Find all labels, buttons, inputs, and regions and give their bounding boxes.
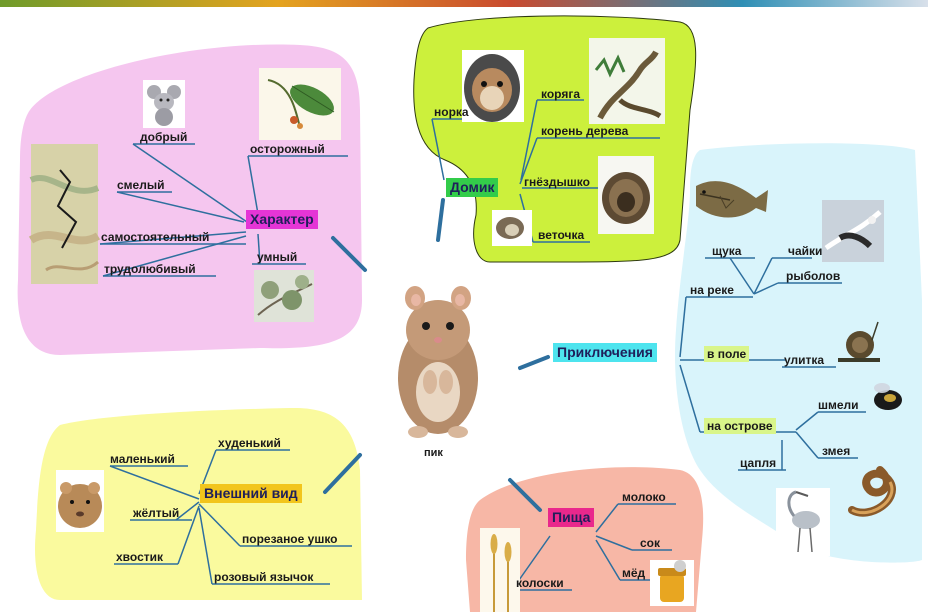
adventures-item-shmeli: шмели [818, 398, 859, 412]
domik-item-gnezdyshko: гнёздышко [524, 175, 590, 189]
hamster-icon [398, 286, 478, 438]
main-spokes [323, 198, 550, 512]
adventures-group-na-reke: на реке [690, 283, 734, 297]
domik-item-koryaga: коряга [541, 87, 581, 101]
domik-item-vetochka: веточка [538, 228, 585, 242]
center-label: пик [424, 447, 443, 459]
nest-icon [598, 156, 654, 234]
food-item-moloko: молоко [622, 490, 666, 504]
food-item-sok: сок [640, 536, 661, 550]
adventures-item-shchuka: щука [712, 244, 742, 258]
domik-item-norka: норка [434, 105, 469, 119]
category-vneshniy-vid: Внешний вид [200, 484, 302, 503]
twig-icon [492, 210, 532, 246]
harakter-item-samostoyatelnyi: самостоятельный [101, 230, 210, 244]
adventures-item-chaiki: чайки [788, 244, 823, 258]
appearance-item-porezanoe-ushko: порезаное ушко [242, 532, 338, 546]
appearance-item-hudenkiy: худенький [218, 436, 281, 450]
honey-icon [650, 560, 694, 606]
food-item-koloski: колоски [516, 576, 564, 590]
harakter-item-trudolyubivyi: трудолюбивый [104, 262, 196, 276]
food-item-med: мёд [622, 566, 646, 580]
bumblebee-icon [874, 383, 902, 410]
wood-icon [589, 38, 665, 124]
category-domik: Домик [446, 178, 499, 197]
leaf-icon [259, 68, 341, 140]
vneshniy-blob [35, 407, 362, 600]
adventures-group-na-ostrove: на острове [704, 418, 776, 434]
domik-item-koren: корень дерева [541, 124, 629, 138]
appearance-item-rozovyi-yazychok: розовый язычок [214, 570, 314, 584]
wheat-icon [480, 528, 520, 612]
harakter-item-ostorozhnyi: осторожный [250, 142, 325, 156]
appearance-item-zheltyi: жёлтый [133, 506, 180, 520]
hamster-burrow-icon [462, 50, 524, 122]
heron-icon [776, 488, 830, 556]
tree-icon [254, 270, 314, 322]
snake-icon [848, 466, 896, 517]
top-border [0, 0, 928, 7]
pike-icon [696, 181, 768, 218]
harakter-item-smelyi: смелый [117, 178, 165, 192]
mouse-icon [143, 80, 185, 128]
harakter-item-umnyi: умный [257, 250, 298, 264]
appearance-item-malenkiy: маленький [110, 452, 175, 466]
adventures-item-ulitka: улитка [784, 353, 825, 367]
adventures-item-tsaplya: цапля [740, 456, 777, 470]
adventures-group-v-pole: в поле [704, 346, 750, 362]
category-pishcha: Пища [548, 508, 595, 527]
harakter-item-dobryi: добрый [140, 130, 188, 144]
hamster-face-icon [56, 470, 104, 532]
map-icon [28, 144, 101, 284]
category-priklyucheniya: Приключения [553, 343, 657, 362]
category-harakter: Характер [246, 210, 318, 229]
adventures-item-rybolov: рыболов [786, 269, 841, 283]
snail-icon [838, 321, 880, 362]
adventures-item-zmeya: змея [822, 444, 851, 458]
appearance-item-hvostik: хвостик [116, 550, 163, 564]
seagull-icon [822, 200, 884, 262]
